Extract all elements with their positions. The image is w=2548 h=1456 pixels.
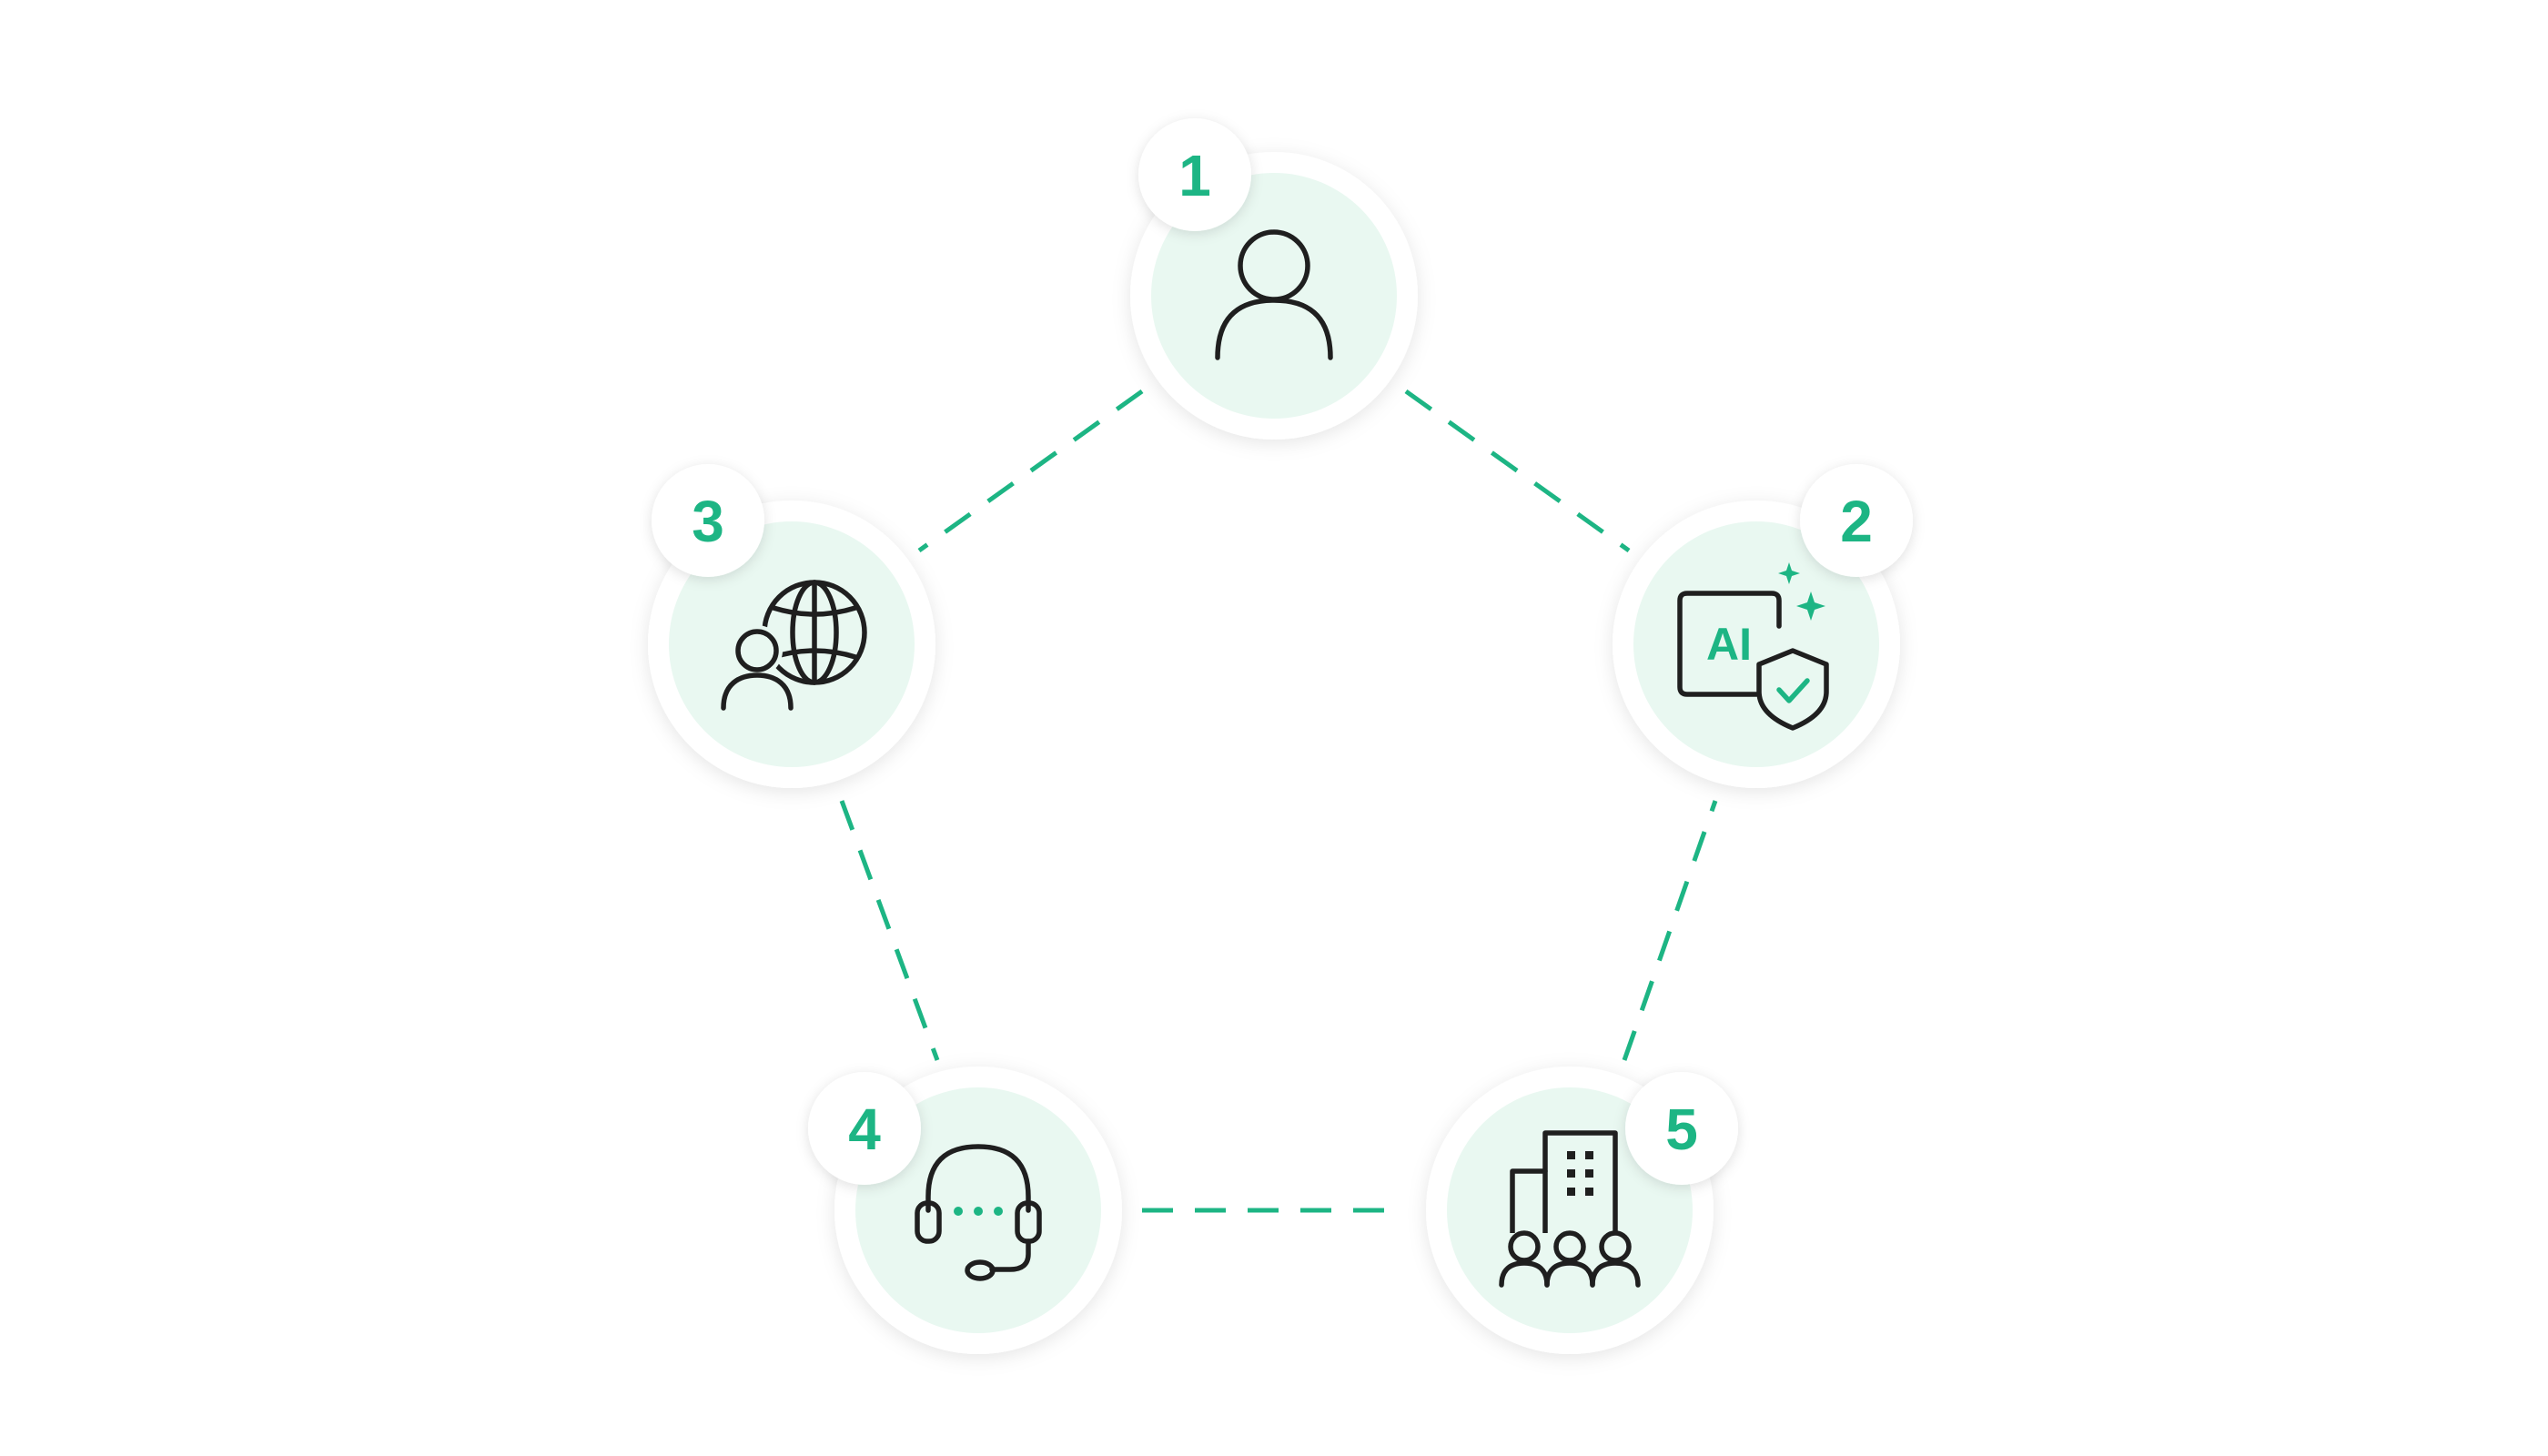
sparkle-small-icon: [1778, 562, 1800, 584]
node-1-number: 1: [1178, 143, 1211, 208]
person-icon: [1215, 229, 1333, 360]
node-2-number: 2: [1840, 489, 1873, 554]
ai-label: AI: [1706, 619, 1752, 670]
headset-icon: [915, 1144, 1042, 1281]
connector-1-3: [917, 389, 1144, 553]
node-3: 3: [648, 464, 935, 788]
connector-3-4: [839, 800, 940, 1061]
node-1-badge: [1138, 118, 1251, 231]
node-4: 4: [808, 1067, 1122, 1354]
connectors: [839, 389, 1718, 1213]
connector-1-2: [1404, 389, 1631, 553]
sparkle-large-icon: [1796, 592, 1825, 621]
user-head: [735, 629, 779, 672]
office-team-icon: [1499, 1130, 1652, 1288]
node-2-badge: [1800, 464, 1913, 577]
node-5-number: 5: [1665, 1097, 1698, 1162]
ai-shield-icon: AI: [1677, 562, 1829, 731]
team-people: [1499, 1230, 1652, 1288]
node-4-number: 4: [848, 1097, 881, 1162]
node-4-badge: [808, 1072, 921, 1185]
node-3-number: 3: [692, 489, 724, 554]
node-5-badge: [1625, 1072, 1738, 1185]
connector-5-2: [1622, 800, 1718, 1061]
node-1: 1: [1130, 118, 1418, 440]
node-2: AI 2: [1613, 464, 1913, 788]
node-1-fill: [1151, 173, 1397, 419]
building-windows: [1567, 1151, 1593, 1196]
node-2-fill: [1633, 521, 1879, 767]
node-3-badge: [652, 464, 764, 577]
global-user-icon: [721, 580, 867, 712]
node-5: 5: [1426, 1067, 1738, 1354]
